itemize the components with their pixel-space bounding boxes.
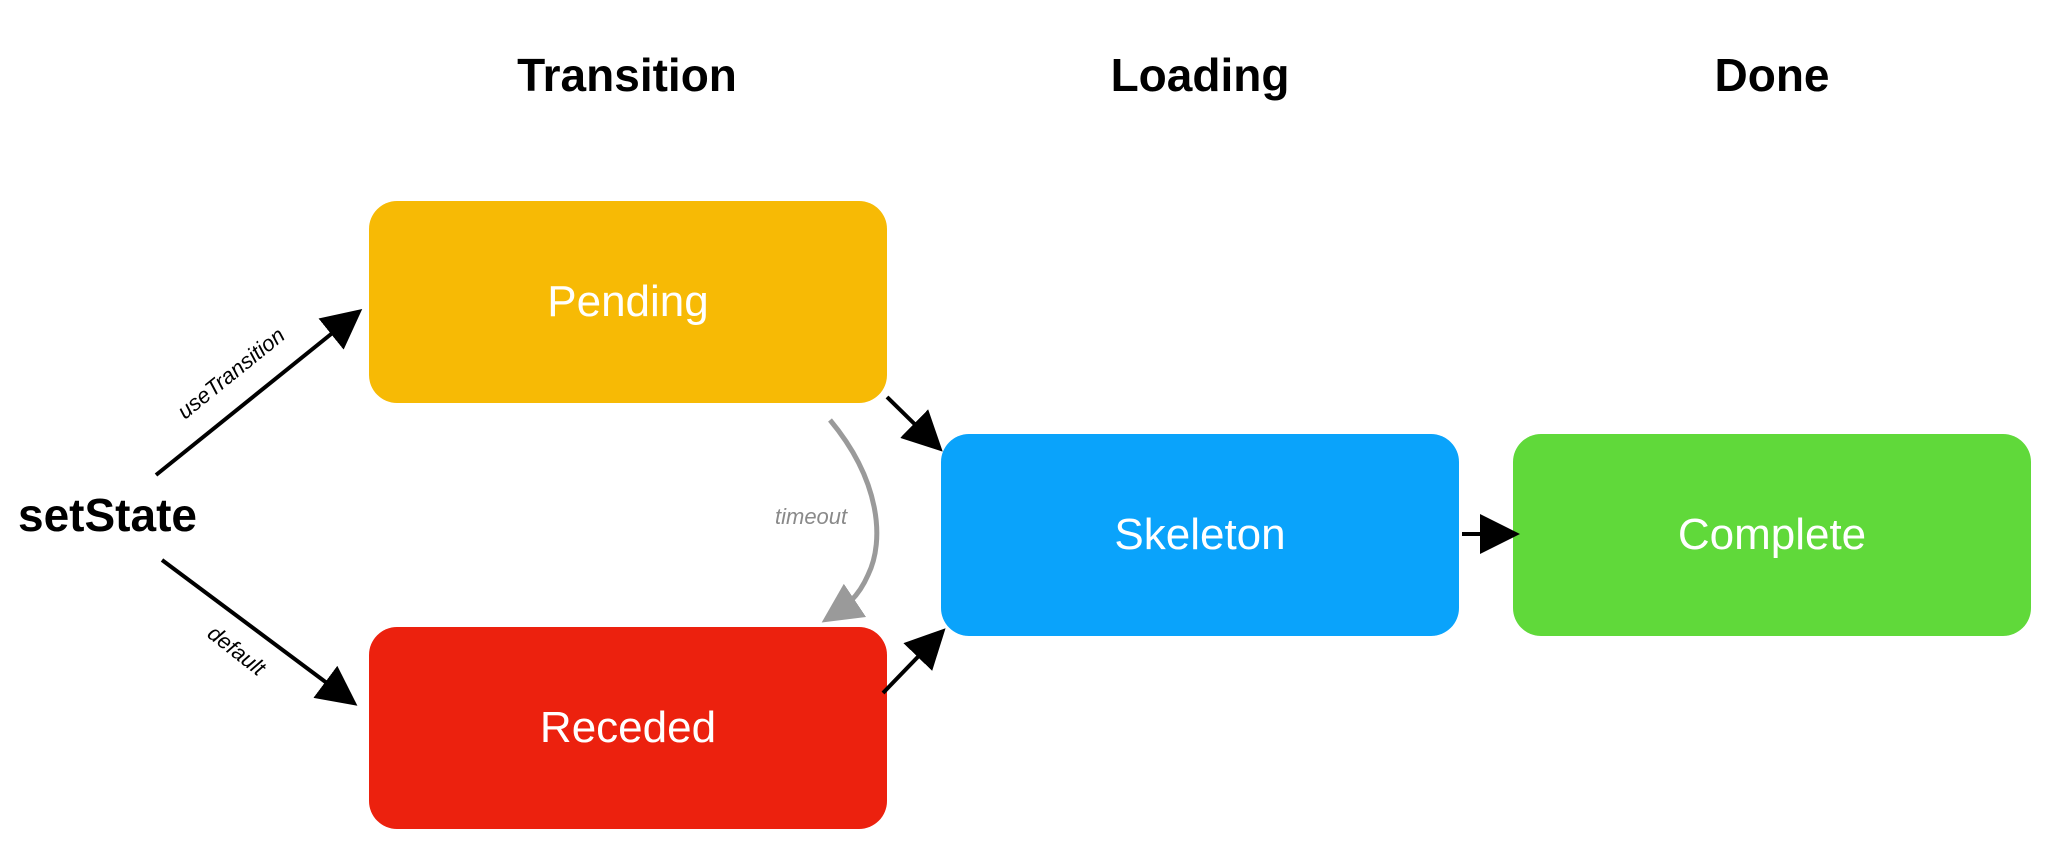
node-complete-label: Complete <box>1677 510 1867 559</box>
edge-usetransition-label: useTransition <box>172 322 289 424</box>
column-heading-transition: Transition <box>517 49 737 101</box>
node-skeleton: Skeleton <box>941 434 1459 636</box>
edge-default-arrow <box>160 558 358 706</box>
node-pending: Pending <box>369 201 887 403</box>
edge-default-label: default <box>203 620 271 681</box>
node-receded: Receded <box>369 627 887 829</box>
edge-timeout-label: timeout <box>775 504 848 529</box>
edge-receded-skeleton-arrow <box>881 628 946 695</box>
node-pending-label: Pending <box>547 277 709 326</box>
node-receded-label: Receded <box>539 703 717 752</box>
node-complete: Complete <box>1513 434 2031 636</box>
column-heading-done: Done <box>1714 49 1830 101</box>
edge-pending-skeleton-arrow <box>885 395 943 452</box>
column-heading-loading: Loading <box>1110 49 1290 101</box>
edge-usetransition-arrow <box>154 308 363 477</box>
node-skeleton-label: Skeleton <box>1114 510 1286 559</box>
start-label-setstate: setState <box>18 489 197 541</box>
edge-timeout-arrow <box>821 418 880 623</box>
